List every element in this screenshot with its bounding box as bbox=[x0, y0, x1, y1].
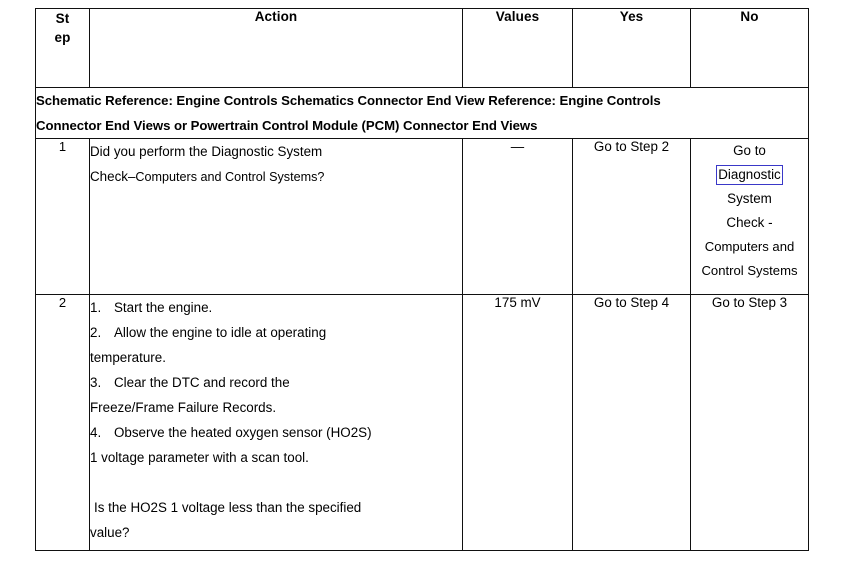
action-step2-item-text: Start the engine. bbox=[114, 300, 213, 315]
action-step2-item-num: 1. bbox=[90, 300, 102, 315]
action-step2-question-line1: Is the HO2S 1 voltage less than the spec… bbox=[94, 500, 362, 515]
action-step2-item: 1 voltage parameter with a scan tool. bbox=[90, 445, 462, 470]
table-row-step-2: 2 1. Start the engine. 2. Allow the engine… bbox=[35, 294, 809, 551]
action-step2-question-line2: value? bbox=[90, 525, 130, 540]
schematic-reference-line-2: Connector End Views or Powertrain Contro… bbox=[36, 118, 538, 133]
yes-cell-step-2: Go to Step 4 bbox=[572, 294, 691, 551]
column-header-action: Action bbox=[89, 8, 463, 88]
action-step2-item: temperature. bbox=[90, 345, 462, 370]
no-line-control-systems: Control Systems bbox=[701, 263, 798, 278]
schematic-reference-line-1: Schematic Reference: Engine Controls Sch… bbox=[36, 93, 661, 108]
yes-cell-step-1: Go to Step 2 bbox=[572, 138, 691, 295]
table-header-row: St ep Action Values Yes No bbox=[35, 8, 809, 88]
action-step2-item-text: Clear the DTC and record the bbox=[114, 375, 290, 390]
action-step2-item: Freeze/Frame Failure Records. bbox=[90, 395, 462, 420]
values-cell-step-2: 175 mV bbox=[462, 294, 573, 551]
action-step1-line2-sub: Computers and Control Systems? bbox=[135, 170, 325, 184]
column-header-step-line1: St bbox=[55, 11, 70, 26]
no-line-goto: Go to bbox=[733, 143, 766, 158]
action-step2-item: 1. Start the engine. bbox=[90, 295, 462, 320]
action-step2-item-num: 4. bbox=[90, 425, 102, 440]
action-cell-step-1: Did you perform the Diagnostic System Ch… bbox=[89, 138, 463, 295]
action-step2-item-text: Observe the heated oxygen sensor (HO2S) bbox=[114, 425, 372, 440]
no-line-check: Check - bbox=[726, 215, 773, 230]
action-step2-spacer bbox=[90, 470, 462, 495]
no-line-diagnostic-wrap: Diagnostic bbox=[691, 163, 808, 187]
action-step2-item-text: Freeze/Frame Failure Records. bbox=[90, 400, 277, 415]
no-line-computers-and: Computers and bbox=[704, 239, 795, 254]
step-number-1: 1 bbox=[35, 138, 90, 295]
step-number-2: 2 bbox=[35, 294, 90, 551]
action-step2-item: 2. Allow the engine to idle at operating bbox=[90, 320, 462, 345]
action-step2-item: 4. Observe the heated oxygen sensor (HO2S… bbox=[90, 420, 462, 445]
action-step2-item: 3. Clear the DTC and record the bbox=[90, 370, 462, 395]
column-header-step-line2: ep bbox=[54, 30, 71, 45]
highlighted-term-diagnostic[interactable]: Diagnostic bbox=[716, 165, 783, 185]
column-header-step: St ep bbox=[35, 8, 90, 88]
column-header-values: Values bbox=[462, 8, 573, 88]
diagnostic-procedure-table: St ep Action Values Yes No Schematic Refe… bbox=[35, 8, 809, 551]
action-step2-item-text: temperature. bbox=[90, 350, 166, 365]
no-cell-step-1: Go to Diagnostic System Check - Computer… bbox=[690, 138, 809, 295]
column-header-no: No bbox=[690, 8, 809, 88]
action-step2-list: 1. Start the engine. 2. Allow the engine t… bbox=[90, 295, 462, 470]
schematic-reference-band: Schematic Reference: Engine Controls Sch… bbox=[35, 87, 809, 139]
table-row-step-1: 1 Did you perform the Diagnostic System … bbox=[35, 138, 809, 295]
no-cell-step-2: Go to Step 3 bbox=[690, 294, 809, 551]
action-step2-item-num: 2. bbox=[90, 325, 102, 340]
action-cell-step-2: 1. Start the engine. 2. Allow the engine t… bbox=[89, 294, 463, 551]
column-header-yes: Yes bbox=[572, 8, 691, 88]
action-step2-item-num: 3. bbox=[90, 375, 102, 390]
schematic-reference-row: Schematic Reference: Engine Controls Sch… bbox=[35, 87, 809, 139]
no-cell-step-1-stack: Go to Diagnostic System Check - Computer… bbox=[691, 139, 808, 283]
no-line-system: System bbox=[727, 191, 772, 206]
action-step1-line2-main: Check– bbox=[90, 169, 136, 184]
action-step1-line2: Check–Computers and Control Systems? bbox=[90, 164, 462, 190]
action-step2-item-text: 1 voltage parameter with a scan tool. bbox=[90, 450, 309, 465]
values-cell-step-1: — bbox=[462, 138, 573, 295]
action-step1-line1: Did you perform the Diagnostic System bbox=[90, 144, 323, 159]
action-step2-item-text: Allow the engine to idle at operating bbox=[114, 325, 327, 340]
